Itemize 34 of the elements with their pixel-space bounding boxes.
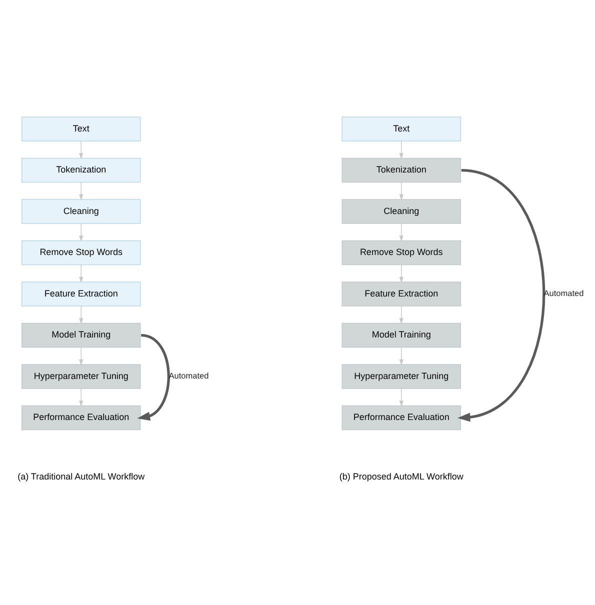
node-box: Performance Evaluation [22,404,141,430]
node-box: Model Training [342,322,461,348]
node-box: Remove Stop Words [342,240,461,265]
node-box: Cleaning [342,198,461,224]
label: (b) Proposed AutoML Workflow [339,470,464,481]
arrow [79,264,84,282]
arrow [399,388,404,406]
node-box: Tokenization [342,157,461,182]
arrow [457,168,546,422]
arrow [79,388,84,406]
arrow [399,181,404,200]
arrow [79,222,84,242]
arrow [137,333,170,420]
arrow [399,222,404,242]
node-box: Tokenization [22,157,141,182]
node-box: Hyperparameter Tuning [22,364,141,388]
label: (a) Traditional AutoML Workflow [18,470,145,481]
node-box: Hyperparameter Tuning [342,364,461,388]
arrow [399,264,404,282]
arrow [399,140,404,159]
node-box: Feature Extraction [22,281,141,306]
arrow [79,140,84,159]
node-box: Text [342,116,461,141]
node-box: Cleaning [22,198,141,224]
arrow [399,346,404,365]
node-box: Text [22,116,141,141]
node-box: Performance Evaluation [342,404,461,430]
arrow [79,346,84,365]
arrow [79,181,84,200]
node-box: Remove Stop Words [22,240,141,265]
node-box: Model Training [22,322,141,348]
arrow [79,305,84,324]
arrow [399,305,404,324]
node-box: Feature Extraction [342,281,461,306]
